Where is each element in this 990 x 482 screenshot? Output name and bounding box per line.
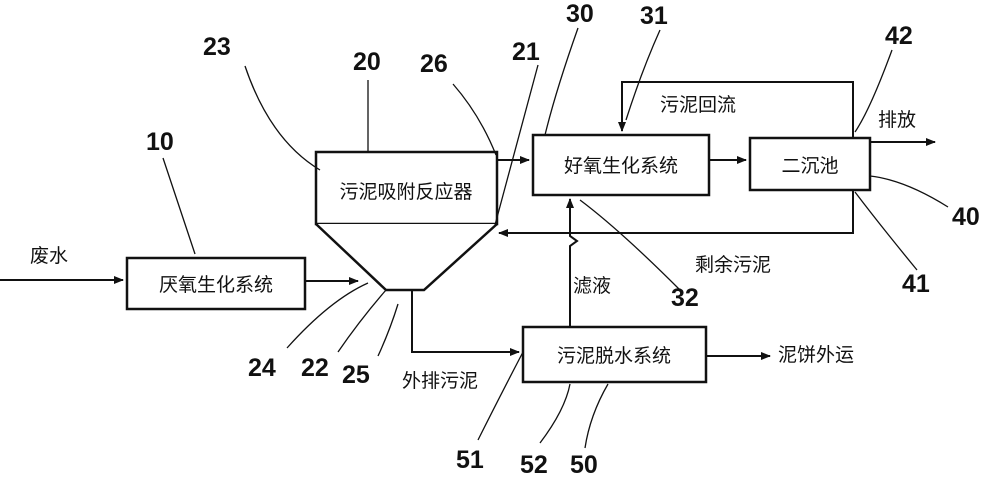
ref-21: 21 [512, 38, 540, 66]
filtrate-label: 滤液 [573, 275, 611, 297]
ref-26: 26 [420, 50, 448, 78]
anaerobic-system-label: 厌氧生化系统 [159, 274, 273, 296]
ref-10: 10 [146, 128, 174, 156]
ref-40: 40 [952, 203, 980, 231]
ref-22: 22 [301, 354, 329, 382]
discharge-label: 排放 [878, 109, 916, 131]
filtrate-line [566, 198, 579, 327]
leader-22 [337, 289, 387, 353]
leader-24 [286, 282, 369, 349]
leader-25 [377, 303, 399, 357]
leader-50 [584, 383, 609, 449]
sludge-dewatering-label: 污泥脱水系统 [557, 345, 671, 367]
leader-30 [544, 27, 579, 136]
excess-sludge-line [498, 190, 854, 237]
ref-32: 32 [671, 284, 699, 312]
aerobic-system-block: 好氧生化系统 [531, 133, 711, 197]
leader-40 [869, 175, 949, 208]
ref-41: 41 [902, 270, 930, 298]
leader-52 [539, 383, 571, 444]
sludge-return-label: 污泥回流 [660, 94, 736, 116]
ref-20: 20 [353, 48, 381, 76]
sludge-dewatering-block: 污泥脱水系统 [521, 325, 708, 384]
secondary-clarifier-label: 二沉池 [781, 155, 838, 177]
leader-10 [162, 157, 196, 255]
sludge-return-line [618, 81, 854, 138]
wastewater-label: 废水 [30, 245, 68, 267]
cake-out-label: 泥饼外运 [778, 344, 854, 366]
aerobic-system-label: 好氧生化系统 [564, 155, 678, 177]
ref-25: 25 [342, 361, 370, 389]
adsorption-reactor-label: 污泥吸附反应器 [339, 181, 472, 203]
ref-52: 52 [520, 451, 548, 479]
ref-31: 31 [640, 2, 668, 30]
anaerobic-system-block: 厌氧生化系统 [125, 256, 307, 311]
external-sludge-line [411, 290, 520, 356]
leader-31 [625, 29, 661, 121]
excess-sludge-label: 剩余污泥 [695, 254, 771, 276]
leader-21 [494, 64, 539, 226]
leader-41 [854, 191, 918, 271]
leader-23 [244, 65, 321, 171]
ref-42: 42 [885, 22, 913, 50]
external-sludge-label: 外排污泥 [402, 370, 478, 392]
ref-51: 51 [456, 446, 484, 474]
leader-42 [854, 49, 893, 133]
ref-23: 23 [203, 33, 231, 61]
secondary-clarifier-block: 二沉池 [748, 136, 872, 192]
ref-24: 24 [248, 354, 276, 382]
ref-50: 50 [570, 451, 598, 479]
leader-32 [579, 199, 681, 291]
leader-26 [452, 83, 497, 156]
leader-51 [477, 351, 524, 441]
ref-30: 30 [566, 0, 594, 28]
adsorption-reactor-block: 污泥吸附反应器 [314, 150, 499, 292]
